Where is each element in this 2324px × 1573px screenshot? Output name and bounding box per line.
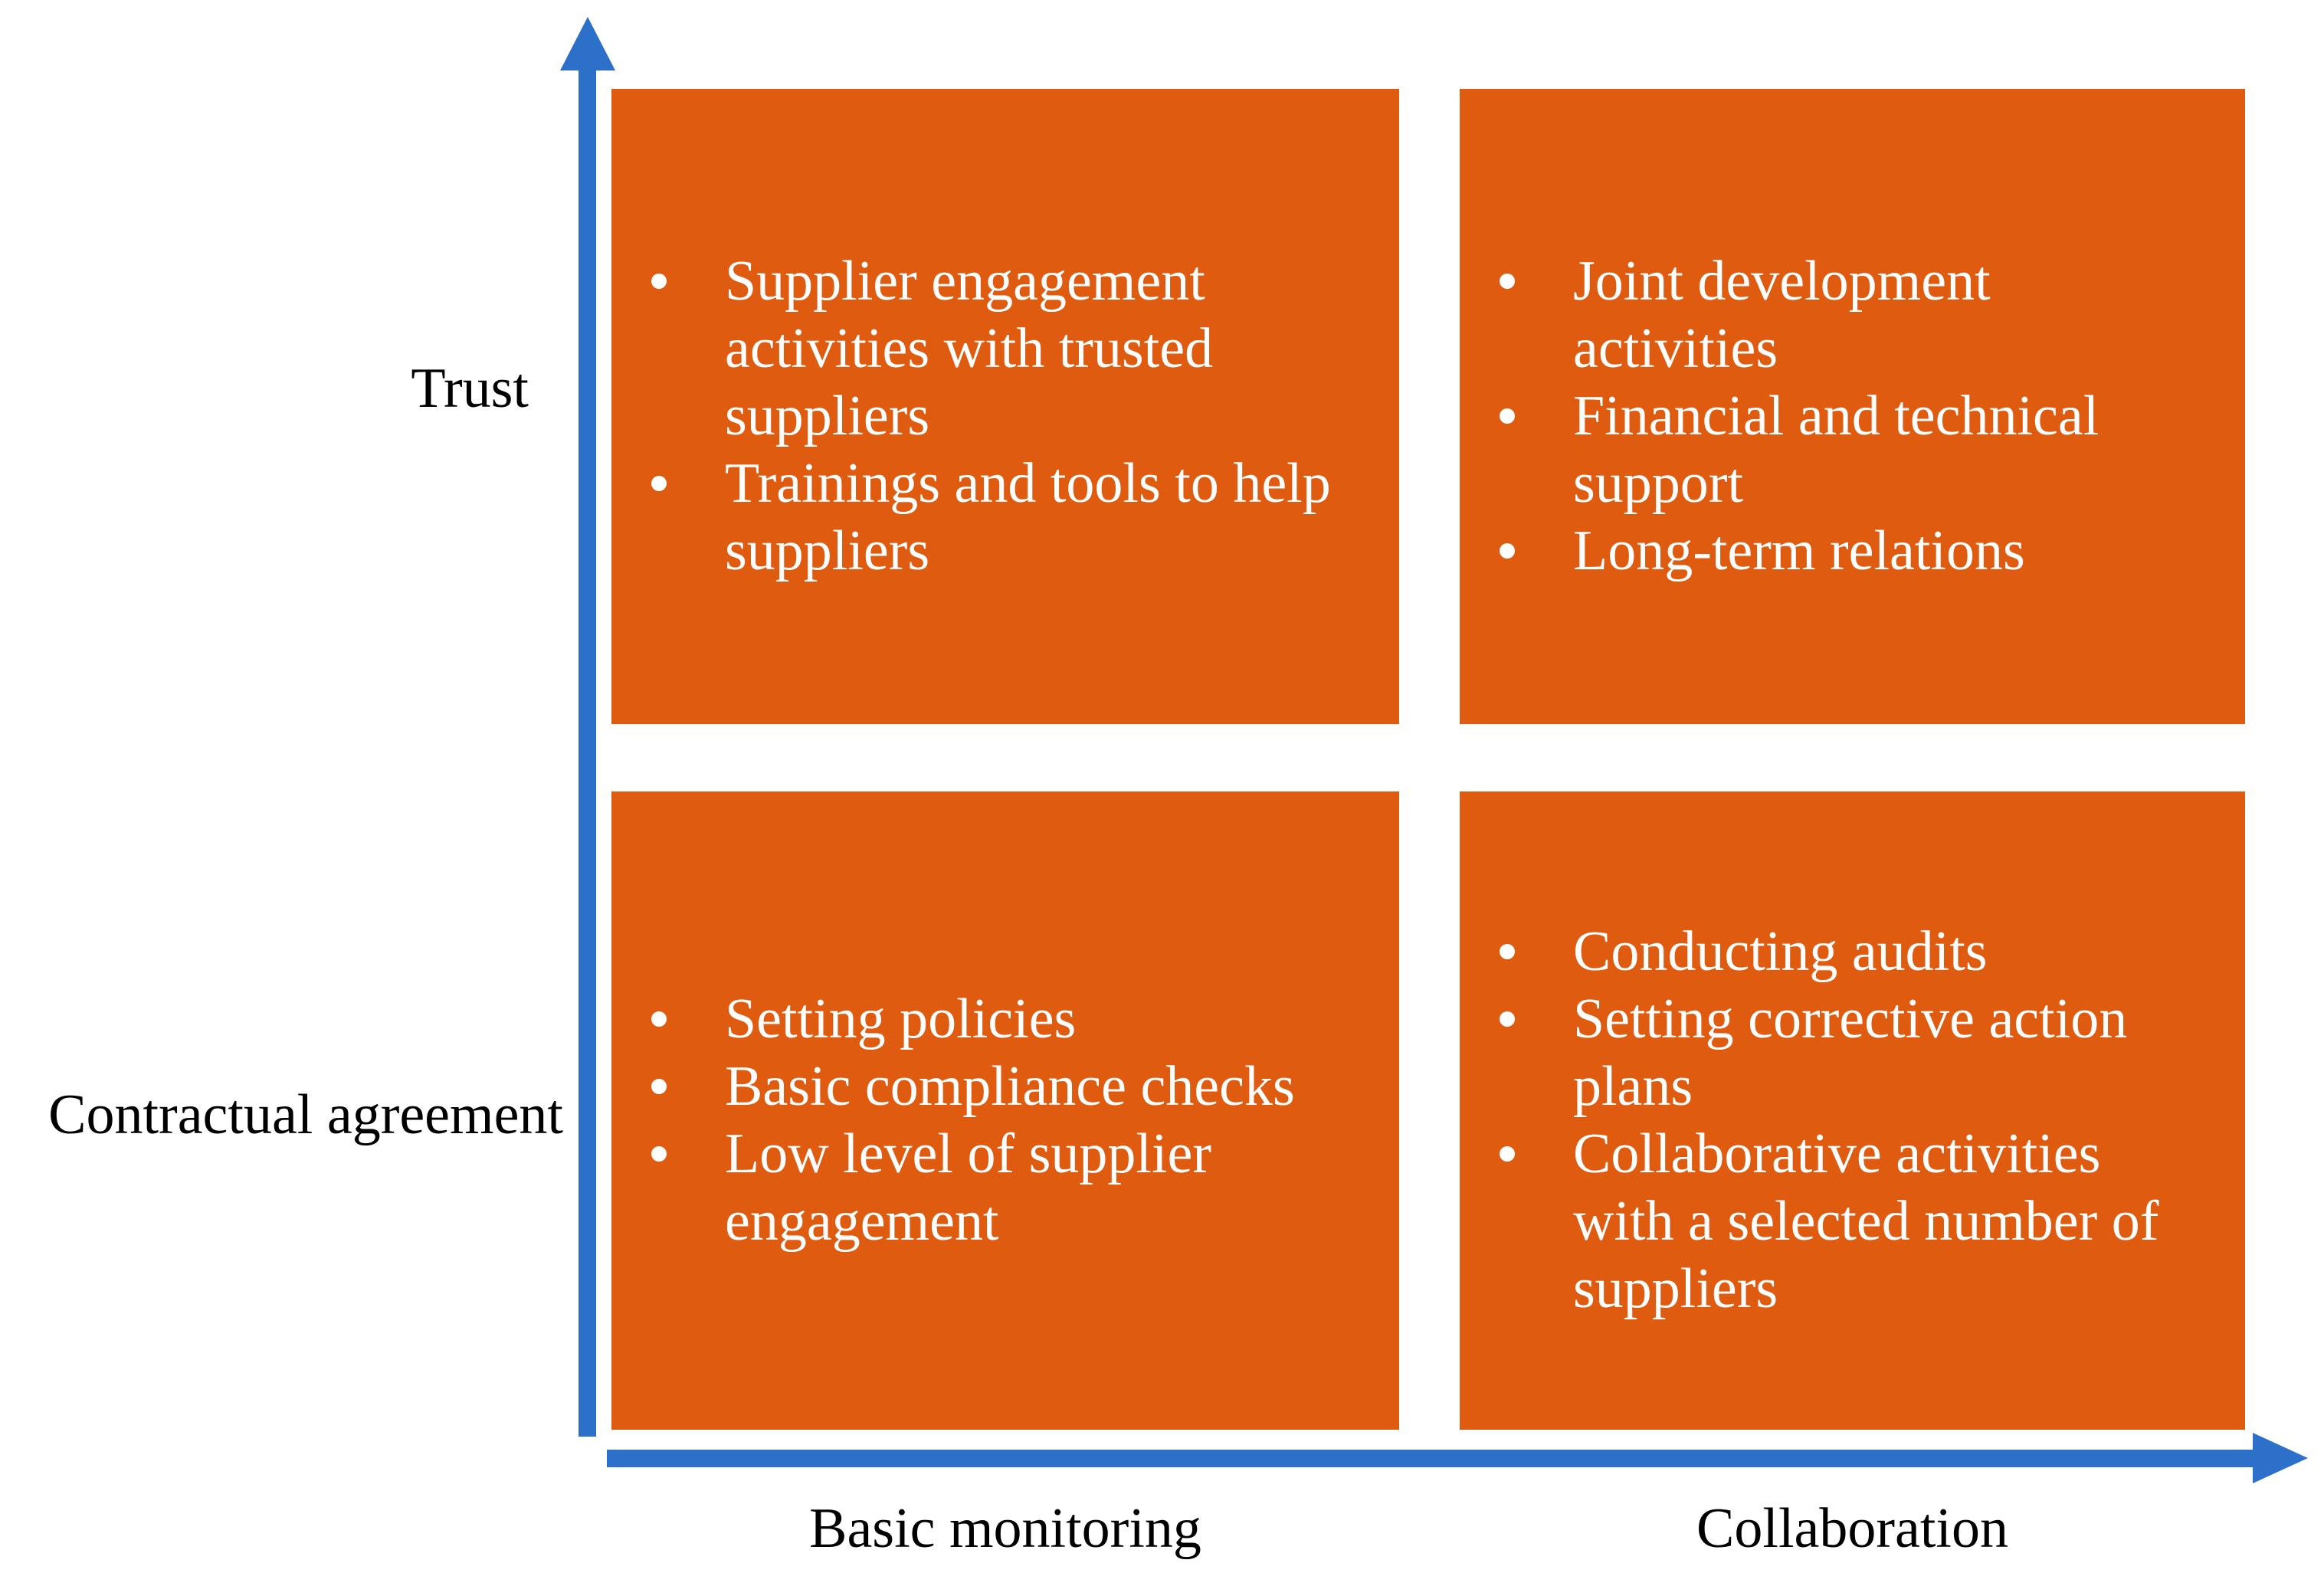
- bullet-text: Setting policies: [725, 988, 1077, 1050]
- bullet-text: Trainings and tools to help suppliers: [725, 452, 1331, 582]
- list-item: Basic compliance checks: [611, 1053, 1353, 1120]
- list-item: Collaborative activities with a selected…: [1460, 1120, 2199, 1322]
- bullet-text: Conducting audits: [1573, 920, 1988, 983]
- quadrant-top-left: Supplier engagement activities with trus…: [611, 89, 1399, 724]
- list-item: Joint development activities: [1460, 247, 2199, 382]
- bullet-text: Low level of supplier engagement: [725, 1122, 1211, 1253]
- bullet-text: Long-term relations: [1573, 519, 2025, 582]
- bullet-text: Collaborative activities with a selected…: [1573, 1122, 2159, 1320]
- quadrant-bottom-left: Setting policies Basic compliance checks…: [611, 791, 1399, 1430]
- bullet-icon: [1500, 1011, 1515, 1027]
- x-axis-right-label: Collaboration: [1696, 1497, 2008, 1560]
- list-item: Low level of supplier engagement: [611, 1120, 1353, 1255]
- bullet-icon: [1500, 944, 1515, 959]
- bullet-text: Financial and technical support: [1573, 385, 2099, 515]
- bullet-icon: [1500, 408, 1515, 424]
- y-axis-bottom-label: Contractual agreement: [48, 1083, 563, 1146]
- bullet-list: Conducting audits Setting corrective act…: [1460, 899, 2245, 1322]
- list-item: Conducting audits: [1460, 918, 2199, 985]
- x-axis-line: [607, 1450, 2254, 1467]
- bullet-text: Supplier engagement activities with trus…: [725, 250, 1214, 447]
- bullet-icon: [651, 1011, 667, 1027]
- bullet-text: Joint development activities: [1573, 250, 1991, 380]
- bullet-icon: [651, 476, 667, 491]
- list-item: Financial and technical support: [1460, 382, 2199, 517]
- y-axis-top-label: Trust: [411, 357, 529, 420]
- bullet-text: Basic compliance checks: [725, 1055, 1295, 1118]
- x-axis-arrowhead-icon: [2253, 1433, 2308, 1483]
- quadrant-top-right: Joint development activities Financial a…: [1460, 89, 2245, 724]
- bullet-icon: [651, 274, 667, 289]
- list-item: Long-term relations: [1460, 517, 2199, 585]
- bullet-list: Joint development activities Financial a…: [1460, 228, 2245, 585]
- list-item: Supplier engagement activities with trus…: [611, 247, 1353, 450]
- bullet-icon: [651, 1146, 667, 1162]
- y-axis-arrowhead-icon: [560, 17, 615, 70]
- bullet-text: Setting corrective action plans: [1573, 988, 2128, 1118]
- bullet-list: Setting policies Basic compliance checks…: [611, 966, 1399, 1255]
- bullet-icon: [651, 1079, 667, 1094]
- list-item: Setting policies: [611, 985, 1353, 1053]
- list-item: Setting corrective action plans: [1460, 985, 2199, 1120]
- y-axis-line: [579, 65, 596, 1437]
- bullet-icon: [1500, 1146, 1515, 1162]
- quadrant-bottom-right: Conducting audits Setting corrective act…: [1460, 791, 2245, 1430]
- bullet-icon: [1500, 543, 1515, 559]
- x-axis-left-label: Basic monitoring: [809, 1497, 1201, 1560]
- bullet-icon: [1500, 274, 1515, 289]
- bullet-list: Supplier engagement activities with trus…: [611, 228, 1399, 585]
- list-item: Trainings and tools to help suppliers: [611, 450, 1353, 585]
